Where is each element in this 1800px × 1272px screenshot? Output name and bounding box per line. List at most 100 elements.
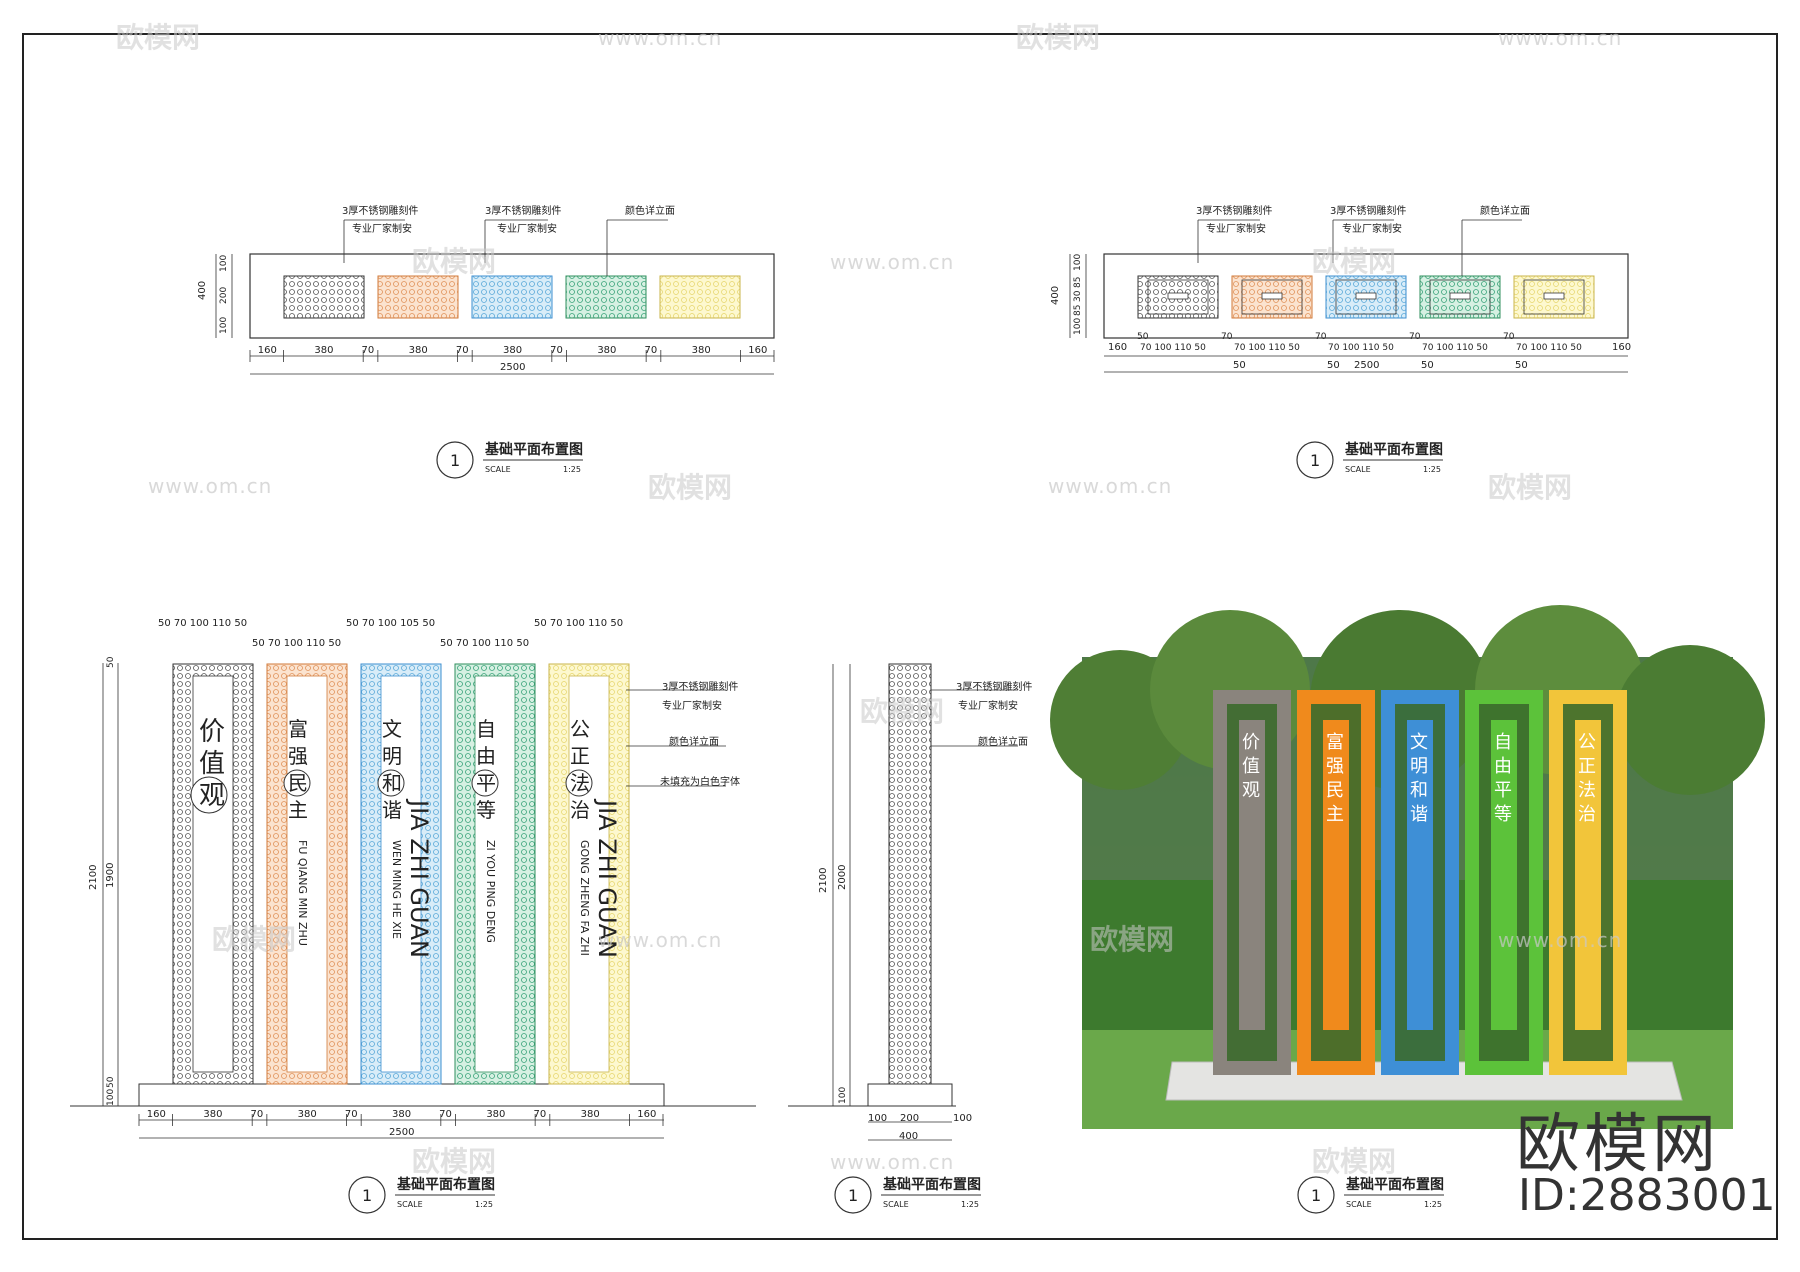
render-char-1-1: 强 (1326, 756, 1344, 777)
plan-b-column-inner-blue (1335, 279, 1397, 315)
elev-dim-10: 160 (637, 1109, 656, 1120)
render-char-3-1: 由 (1494, 756, 1512, 777)
plan-a-dim-3: 380 (409, 345, 428, 356)
plan-b-column-slot-yellow (1543, 292, 1565, 300)
elevation-side: 3厚不锈钢雕刻件 专业厂家制安 颜色详立面 2100 2000 100 100 … (788, 663, 1032, 1142)
elev-top-dim-0: 50 70 100 110 50 (158, 618, 247, 629)
plan-a: 3厚不锈钢雕刻件 专业厂家制安 3厚不锈钢雕刻件 专业厂家制安 颜色详立面 40… (197, 204, 775, 375)
render-char-4-0: 公 (1578, 732, 1596, 753)
elev-pinyin-green: ZI YOU PING DENG (484, 840, 497, 943)
plan-a-column-green (565, 275, 647, 319)
render-char-2-3: 谐 (1410, 804, 1428, 825)
elev-column-window-green (474, 675, 516, 1073)
title-render-num: 1 (1311, 1186, 1321, 1205)
plan-b-dim-h-5: 100 (1073, 318, 1083, 335)
title-render-circle (1297, 1176, 1335, 1214)
plan-a-callout-steel-1: 3厚不锈钢雕刻件 (342, 204, 418, 217)
plan-b-dim-total: 2500 (1354, 360, 1379, 371)
title-render-scale-label: SCALE (1346, 1200, 1372, 1209)
elev-char-0-0: 价 (199, 717, 225, 747)
plan-b-dim-group-4: 70 100 110 50 (1516, 343, 1582, 353)
plan-a-dim-5: 380 (503, 345, 522, 356)
title-plan-b-circle (1296, 441, 1334, 479)
render-char-1-0: 富 (1326, 732, 1344, 753)
side-base (867, 1083, 953, 1107)
plan-b-dim-gap-0: 70 (1221, 332, 1233, 342)
plan-a-callout-factory-2: 专业厂家制安 (497, 222, 557, 235)
elev-pinyin-yellow: GONG ZHENG FA ZHI (578, 840, 591, 956)
title-plan-a-label: 基础平面布置图 (485, 441, 583, 458)
elev-char-4-3: 治 (570, 798, 590, 822)
plan-b-callout-color: 颜色详立面 (1480, 204, 1530, 217)
plan-b-dim-group-1: 70 100 110 50 (1234, 343, 1300, 353)
elev-char-2-3: 谐 (382, 798, 402, 822)
elev-dim-9: 380 (581, 1109, 600, 1120)
title-elev-front-circle (348, 1176, 386, 1214)
plan-a-dim-6: 70 (550, 345, 563, 356)
elev-callout-factory: 专业厂家制安 (662, 699, 722, 712)
plan-b-dim-h-1: 100 (1073, 254, 1083, 271)
elev-dim-1: 380 (203, 1109, 222, 1120)
plan-b-column-slot-gray (1167, 292, 1189, 300)
title-render-scale-value: 1:25 (1424, 1200, 1442, 1209)
elev-big-pinyin-yellow: JIA ZHI GUAN (593, 798, 621, 958)
title-elev-side-circle (834, 1176, 872, 1214)
elev-dim-6: 70 (439, 1109, 452, 1120)
render-column-bar-green (1491, 720, 1517, 1030)
plan-a-dim-total: 2500 (500, 362, 525, 373)
elev-char-4-1: 正 (570, 744, 590, 768)
plan-b-column-inner-orange (1241, 279, 1303, 315)
render-char-3-3: 等 (1494, 804, 1512, 825)
title-plan-a-num: 1 (450, 451, 460, 470)
elev-dim-0: 160 (147, 1109, 166, 1120)
side-callout-factory: 专业厂家制安 (958, 699, 1018, 712)
elev-char-1-0: 富 (288, 717, 308, 741)
title-elev-front-scale-label: SCALE (397, 1200, 423, 1209)
title-plan-b-label: 基础平面布置图 (1345, 441, 1443, 458)
elev-front-base (138, 1083, 665, 1107)
render-char-0-0: 价 (1242, 732, 1260, 753)
elev-char-4-2: 法 (570, 771, 590, 795)
elev-top-dim-2: 50 70 100 105 50 (346, 618, 435, 629)
title-plan-a-circle (436, 441, 474, 479)
elev-char-0-2: 观 (199, 781, 225, 811)
side-dim-3: 100 (953, 1113, 972, 1124)
plan-b-dim-lower-3: 50 (1515, 360, 1528, 371)
title-elev-side-label: 基础平面布置图 (883, 1176, 981, 1193)
plan-a-column-blue (471, 275, 553, 319)
elev-pinyin-blue: WEN MING HE XIE (390, 840, 403, 939)
render-column-bar-yellow (1575, 720, 1601, 1030)
render-char-2-0: 文 (1410, 732, 1428, 753)
side-dim-v-total: 2100 (818, 868, 829, 893)
elev-dim-8: 70 (533, 1109, 546, 1120)
elev-dim-v-base: 100 (106, 1089, 116, 1106)
elev-big-pinyin-blue: JIA ZHI GUAN (405, 798, 433, 958)
render-column-bar-blue (1407, 720, 1433, 1030)
plan-b-base (1103, 253, 1629, 339)
plan-a-dim-1: 380 (314, 345, 333, 356)
drawing-sheet-border (22, 33, 1778, 1240)
elev-column-window-orange (286, 675, 328, 1073)
elev-callout-steel: 3厚不锈钢雕刻件 (662, 680, 738, 693)
plan-a-dim-10: 160 (748, 345, 767, 356)
elev-char-3-1: 由 (476, 744, 496, 768)
side-column (888, 663, 932, 1085)
plan-b-dim-group-2: 70 100 110 50 (1328, 343, 1394, 353)
elev-column-window-blue (380, 675, 422, 1073)
elev-dim-5: 380 (392, 1109, 411, 1120)
plan-a-callout-factory-1: 专业厂家制安 (352, 222, 412, 235)
plan-b-dim-group-3: 70 100 110 50 (1422, 343, 1488, 353)
plan-b-callout-factory-1: 专业厂家制安 (1206, 222, 1266, 235)
title-elev-front-num: 1 (362, 1186, 372, 1205)
plan-b-dim-lower-1: 50 (1327, 360, 1340, 371)
plan-b-column-inner-yellow (1523, 279, 1585, 315)
elev-top-dim-1: 50 70 100 110 50 (252, 638, 341, 649)
plan-b-column-inner-gray (1147, 279, 1209, 315)
plan-a-column-orange (377, 275, 459, 319)
render-char-1-3: 主 (1326, 804, 1344, 825)
render-char-0-2: 观 (1242, 780, 1260, 801)
plan-a-dim-0: 160 (258, 345, 277, 356)
elev-dim-v-bot: 50 (106, 1076, 116, 1088)
elev-dim-v-top: 50 (106, 656, 116, 668)
plan-a-dim-h-3: 100 (219, 317, 229, 334)
